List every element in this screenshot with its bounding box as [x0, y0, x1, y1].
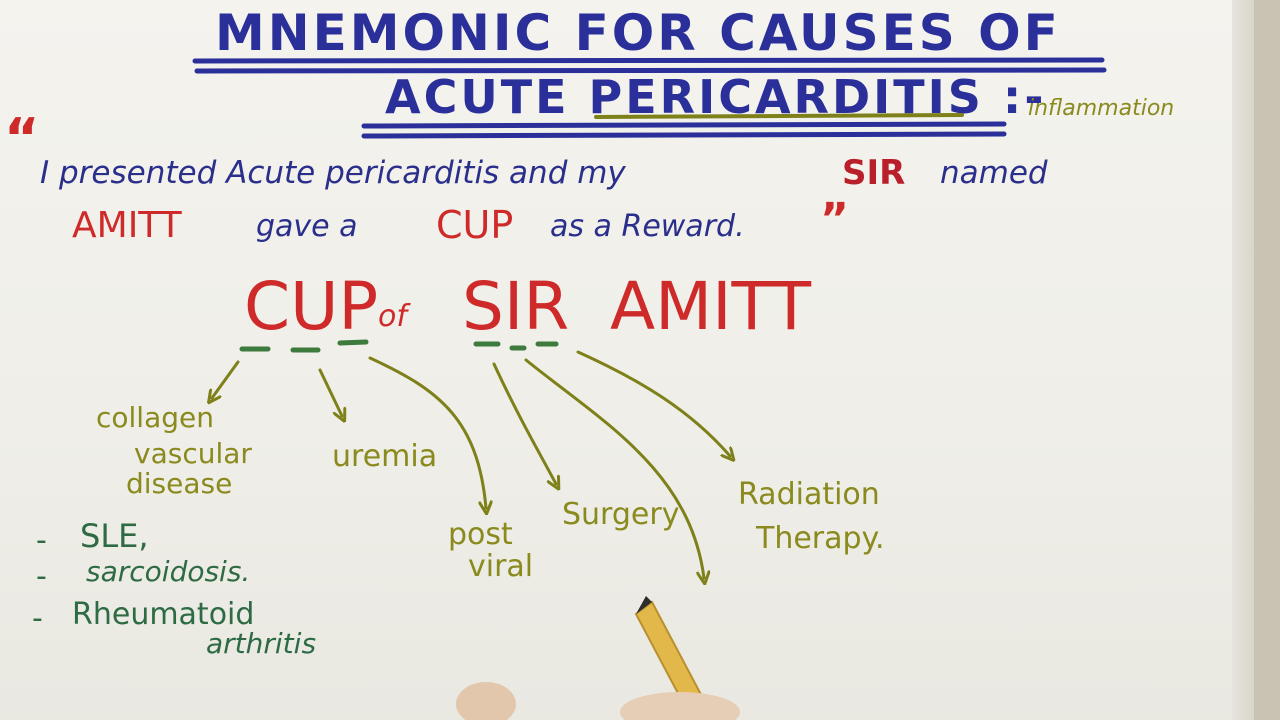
example-dash-3: -: [32, 601, 43, 636]
arrow-to-surgery: [492, 362, 556, 484]
quote-line-2-gave: gave a: [256, 209, 358, 244]
quote-line-1-named: named: [940, 155, 1048, 191]
cause-collagen-line-3: disease: [126, 467, 233, 500]
quote-cup: CUP: [436, 203, 514, 247]
quote-amitt: AMITT: [72, 205, 182, 246]
quote-sir: SIR: [842, 153, 906, 193]
arrow-to-infection: [524, 358, 704, 578]
example-sarcoidosis: sarcoidosis.: [86, 555, 251, 588]
example-dash-2: -: [36, 559, 47, 594]
cause-arrows: [212, 350, 730, 578]
example-sle: SLE,: [80, 517, 149, 555]
quote-close-mark: ”: [820, 194, 849, 245]
title-underlines: [192, 57, 1107, 139]
cause-surgery: Surgery: [562, 497, 680, 532]
example-arthritis: arthritis: [206, 627, 317, 660]
arrow-to-radiation: [576, 350, 730, 456]
cause-radiation-line-2: Therapy.: [756, 521, 885, 556]
cause-collagen-line-1: collagen: [96, 401, 214, 434]
mnemonic-sir: SIR: [462, 268, 570, 345]
arrow-to-collagen: [212, 360, 240, 398]
example-dash-1: -: [36, 523, 47, 558]
title-line-1: MNEMONIC FOR CAUSES OF: [215, 4, 1061, 62]
quote-line-1-text: I presented Acute pericarditis and my: [40, 155, 626, 191]
mnemonic-amitt: AMITT: [610, 268, 812, 345]
arrow-to-post-viral: [368, 356, 486, 508]
example-rheumatoid: Rheumatoid: [72, 597, 255, 632]
pen-icon: [456, 596, 740, 720]
cause-uremia: uremia: [332, 439, 438, 474]
title-line-2: ACUTE PERICARDITIS :-: [385, 70, 1047, 124]
paper-stack-edge: [1232, 0, 1254, 720]
mnemonic-of: of: [378, 299, 407, 334]
cause-post-line-1: post: [448, 517, 513, 552]
cause-radiation-line-1: Radiation: [738, 477, 880, 512]
cause-collagen-line-2: vascular: [134, 437, 252, 470]
mnemonic-letter-dashes: [239, 339, 559, 353]
cause-post-line-2: viral: [468, 549, 534, 584]
mnemonic-cup: CUP: [244, 268, 379, 345]
side-note-inflammation: inflammation: [1028, 96, 1175, 121]
quote-line-2-reward: as a Reward.: [550, 209, 745, 244]
arrow-to-uremia: [318, 368, 342, 416]
paper-sheet: [0, 0, 1232, 720]
quote-open-mark: “: [4, 107, 40, 170]
